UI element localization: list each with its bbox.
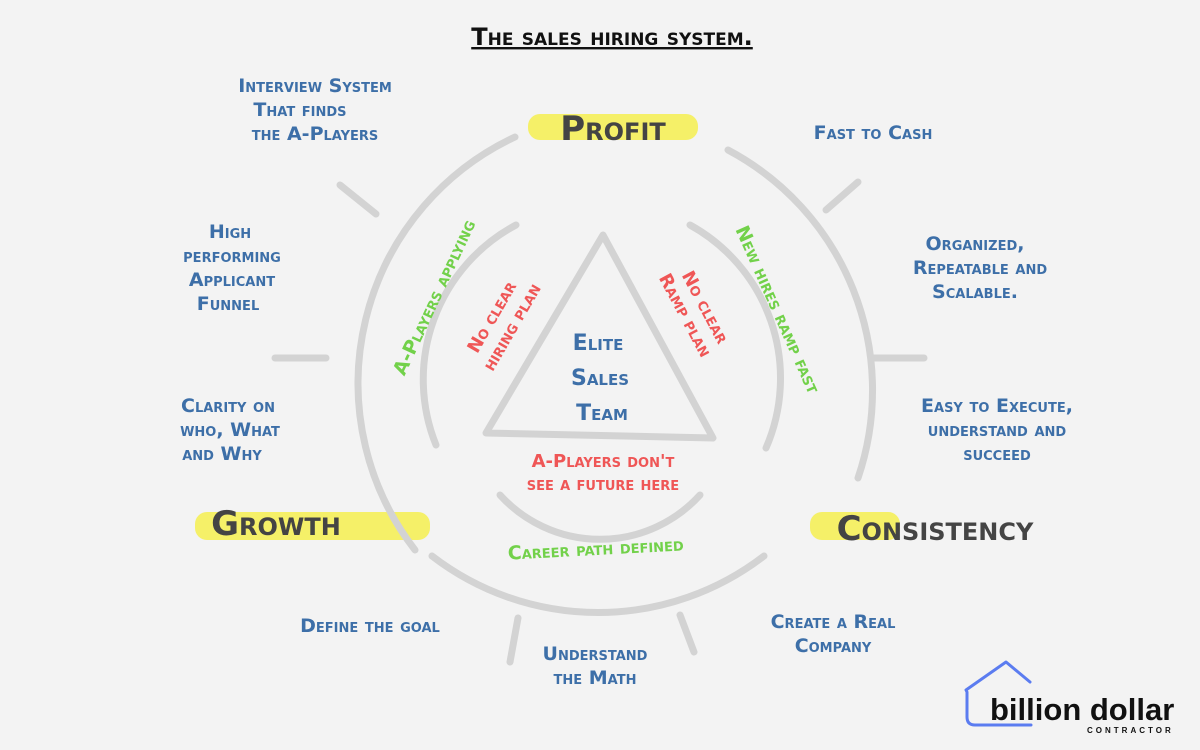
growth-highlight — [195, 512, 430, 540]
svg-text:performing: performing — [183, 245, 281, 267]
svg-text:Define the goal: Define the goal — [300, 615, 440, 637]
svg-text:who, What: who, What — [180, 419, 280, 441]
svg-text:Create a Real: Create a Real — [771, 611, 896, 633]
svg-text:Scalable.: Scalable. — [932, 281, 1018, 303]
outcome-interview: Interview System That finds the A-Player… — [238, 75, 392, 145]
outcome-clarity: Clarity on who, What and Why — [180, 395, 280, 465]
svg-text:Repeatable and: Repeatable and — [913, 257, 1048, 279]
inner-arc-left — [419, 221, 520, 449]
svg-text:Elite: Elite — [573, 331, 624, 356]
inner-arc-right — [686, 221, 784, 452]
inner-arc-bottom — [496, 491, 704, 543]
consistency-highlight — [810, 512, 900, 540]
svg-text:A-Players don't: A-Players don't — [532, 451, 675, 472]
svg-text:Understand: Understand — [543, 643, 648, 665]
svg-text:Interview System: Interview System — [238, 75, 392, 97]
svg-text:Team: Team — [576, 401, 628, 426]
outcome-goal: Define the goal — [300, 615, 440, 637]
svg-text:Company: Company — [795, 635, 872, 657]
outcome-cash: Fast to Cash — [814, 122, 933, 144]
problem-future: A-Players don't see a future here — [527, 451, 679, 495]
svg-text:High: High — [209, 221, 251, 243]
outer-ticks — [271, 178, 928, 666]
svg-text:Easy to Execute,: Easy to Execute, — [921, 395, 1073, 417]
diagram-title: The sales hiring system. — [471, 23, 753, 51]
outcome-funnel: High performing Applicant Funnel — [183, 221, 281, 315]
svg-text:the A-Players: the A-Players — [252, 123, 379, 145]
svg-text:Clarity on: Clarity on — [181, 395, 275, 417]
svg-text:the Math: the Math — [554, 667, 637, 689]
svg-text:Funnel: Funnel — [197, 293, 259, 315]
outer-arc-right — [724, 146, 876, 482]
outer-arc-left — [354, 133, 519, 554]
svg-text:understand and: understand and — [928, 419, 1067, 441]
pillar-consistency: Consistency — [837, 509, 1034, 549]
svg-text:billion dollar: billion dollar — [990, 692, 1174, 727]
pillar-profit: Profit — [560, 109, 666, 149]
outcome-math: Understand the Math — [543, 643, 648, 689]
center-label: Elite Sales Team — [571, 331, 629, 426]
house-icon — [964, 660, 1033, 727]
svg-text:Sales: Sales — [571, 366, 629, 391]
svg-text:CONTRACTOR: CONTRACTOR — [1087, 726, 1174, 735]
problem-hiring: No clear hiring plan — [463, 278, 545, 375]
outcome-easy: Easy to Execute, understand and succeed — [921, 395, 1073, 465]
svg-text:Organized,: Organized, — [926, 233, 1025, 255]
pillar-growth: Growth — [211, 504, 341, 544]
svg-text:Fast to Cash: Fast to Cash — [814, 122, 933, 144]
svg-text:That finds: That finds — [253, 99, 346, 121]
profit-highlight — [528, 114, 698, 140]
triangle — [482, 231, 717, 442]
outer-arc-bottom — [428, 552, 768, 617]
outcome-organized: Organized, Repeatable and Scalable. — [913, 233, 1048, 303]
solution-career: Career path defined — [507, 533, 684, 564]
billion-dollar-logo: billion dollar CONTRACTOR — [964, 660, 1174, 735]
svg-text:see a future here: see a future here — [527, 474, 679, 495]
svg-text:Applicant: Applicant — [189, 269, 275, 291]
outcome-company: Create a Real Company — [771, 611, 896, 657]
svg-text:and Why: and Why — [182, 443, 262, 465]
svg-text:succeed: succeed — [963, 443, 1031, 465]
